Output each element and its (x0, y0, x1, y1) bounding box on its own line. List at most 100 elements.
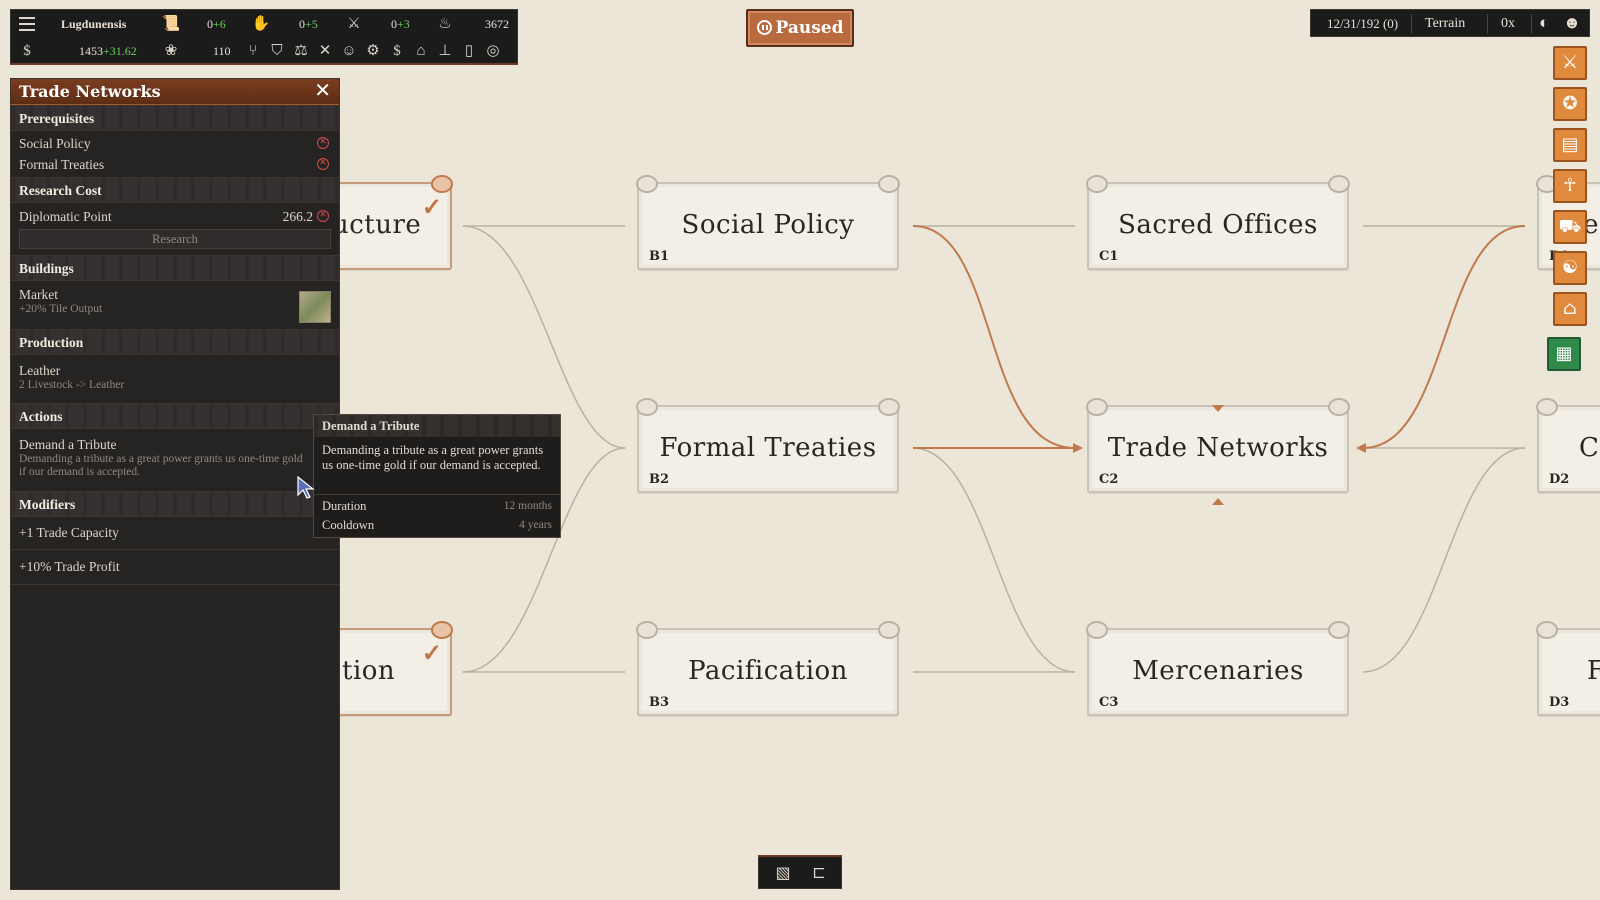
pray-icon[interactable]: ✋ (251, 16, 271, 32)
tech-node-b3[interactable]: Pacification B3 (636, 621, 900, 716)
tooltip-title: Demand a Tribute (314, 415, 560, 437)
tooltip-desc: Demanding a tribute as a great power gra… (314, 437, 560, 495)
tree-view-icon[interactable]: ⊏ (812, 863, 826, 882)
tech-node-d3[interactable]: F D3 (1536, 621, 1600, 716)
map-view-icon[interactable]: ▧ (775, 863, 791, 882)
selection-arrow-top-icon (1212, 405, 1224, 412)
tech-detail-panel: Trade Networks ✕ Prerequisites Social Po… (10, 78, 340, 890)
branch-icon[interactable]: ⑂ (248, 43, 258, 59)
prerequisite-item[interactable]: Formal Treaties ✕ (11, 154, 339, 175)
gold-value: 1453 (79, 44, 103, 58)
dollar-icon[interactable]: $ (393, 43, 401, 59)
stat-4: 3672 (485, 17, 509, 31)
tech-node-title: Social Policy (681, 210, 855, 240)
prerequisite-label: Formal Treaties (19, 157, 105, 172)
tech-node-d2[interactable]: Ci D2 (1536, 398, 1600, 493)
action-tooltip: Demand a Tribute Demanding a tribute as … (313, 414, 561, 538)
divider (1487, 14, 1488, 34)
panel-header: Trade Networks ✕ (11, 79, 339, 105)
gear-icon[interactable]: ⚙ (366, 43, 380, 59)
paused-button[interactable]: Paused (746, 9, 854, 47)
tooltip-cooldown: Cooldown 4 years (314, 516, 560, 535)
tech-node-c2-selected[interactable]: Trade Networks C2 (1086, 398, 1350, 493)
religion-icon[interactable]: ☥ (1553, 169, 1587, 203)
paused-label: Paused (775, 18, 844, 38)
trade-icon[interactable]: ⛟ (1553, 210, 1587, 244)
tech-node-b2[interactable]: Formal Treaties B2 (636, 398, 900, 493)
researched-check-icon: ✓ (421, 192, 442, 221)
building-icon[interactable]: ⌂ (1553, 292, 1587, 326)
game-speed[interactable]: 0x (1501, 16, 1515, 31)
stat-3-delta: +3 (397, 17, 410, 31)
market-building-thumbnail (299, 291, 331, 323)
stat-1-delta: +6 (213, 17, 226, 31)
laurel-icon[interactable]: ❀ (164, 43, 178, 59)
wheat-icon[interactable]: ♨ (438, 16, 452, 32)
section-research-cost: Research Cost (11, 177, 339, 203)
building-name: Market (19, 287, 58, 302)
book-icon[interactable]: ▯ (464, 43, 474, 59)
stat-2-value: 0 (299, 17, 305, 31)
prerequisite-label: Social Policy (19, 136, 91, 151)
gold-stat: 1453+31.62 (79, 44, 137, 59)
research-tree-icon[interactable]: ▦ (1547, 337, 1581, 371)
divider (1411, 14, 1412, 34)
tech-node-c3[interactable]: Mercenaries C3 (1086, 621, 1350, 716)
tech-node-title: tion (342, 656, 396, 686)
cost-label: Diplomatic Point (19, 209, 112, 224)
province-name[interactable]: Lugdunensis (61, 17, 127, 31)
cost-row: Diplomatic Point 266.2 ✕ (11, 206, 339, 227)
tech-node-code: B2 (649, 472, 670, 487)
cooldown-value: 4 years (519, 519, 552, 531)
section-prerequisites: Prerequisites (11, 105, 339, 131)
research-button[interactable]: Research (19, 229, 331, 249)
close-icon[interactable]: ✕ (314, 80, 331, 102)
crossed-tools-icon[interactable]: ✕ (318, 43, 332, 59)
prerequisite-item[interactable]: Social Policy ✕ (11, 133, 339, 154)
divider (11, 584, 339, 585)
head-icon[interactable]: ☺ (341, 43, 357, 59)
tech-node-code: C3 (1099, 695, 1119, 710)
pause-icon (756, 20, 772, 35)
map-icon[interactable]: ▤ (1553, 128, 1587, 162)
resource-row-2: $ 1453+31.62 ❀ 110 ⑂ ⛉ ⚖ ✕ ☺ ⚙ $ ⌂ ⊥ ▯ ◎ (11, 37, 517, 65)
terrain-toggle[interactable]: Terrain (1425, 16, 1466, 31)
gold-delta: +31.62 (103, 44, 137, 58)
globe-icon[interactable]: ◎ (486, 43, 500, 59)
coins-icon[interactable]: $ (23, 43, 31, 59)
temple-icon[interactable]: ⌂ (416, 43, 426, 59)
tech-node-code: D2 (1549, 472, 1570, 487)
scroll-badge-icon[interactable]: ✪ (1553, 87, 1587, 121)
scroll-icon[interactable]: 📜 (161, 16, 181, 32)
swords-icon[interactable]: ⚔ (347, 16, 361, 32)
tech-node-code: C2 (1099, 472, 1119, 487)
shield-icon[interactable]: ⛉ (271, 43, 283, 59)
scales-icon[interactable]: ⚖ (294, 43, 308, 59)
building-effect: +20% Tile Output (19, 303, 103, 315)
discord-icon[interactable]: ☻ (1563, 13, 1581, 32)
mouse-cursor-icon (297, 476, 315, 499)
tech-node-c1[interactable]: Sacred Offices C1 (1086, 175, 1350, 270)
divider (11, 549, 339, 550)
diplomacy-icon[interactable]: ☯ (1553, 251, 1587, 285)
duration-label: Duration (322, 499, 367, 513)
building-item[interactable]: Market +20% Tile Output (11, 281, 339, 329)
production-recipe: 2 Livestock -> Leather (19, 379, 125, 391)
tech-node-code: B3 (649, 695, 670, 710)
action-item[interactable]: Demand a Tribute Demanding a tribute as … (11, 429, 339, 491)
anvil-icon[interactable]: ⊥ (438, 43, 452, 59)
steam-icon[interactable]: ◐ (1539, 13, 1550, 32)
tech-node-title: Ci (1579, 433, 1600, 463)
population-value: 110 (213, 44, 231, 58)
tech-node-title: Mercenaries (1132, 656, 1304, 686)
action-name: Demand a Tribute (19, 437, 117, 452)
tech-node-b1[interactable]: Social Policy B1 (636, 175, 900, 270)
military-icon[interactable]: ⚔ (1553, 46, 1587, 80)
tech-node-title: Trade Networks (1107, 433, 1329, 463)
tech-node-code: D3 (1549, 695, 1570, 710)
stat-3: 0+3 (391, 17, 410, 32)
menu-icon[interactable] (19, 17, 35, 31)
game-date[interactable]: 12/31/192 (0) (1327, 16, 1399, 31)
action-desc: Demanding a tribute as a great power gra… (19, 453, 303, 478)
tech-node-title: Pacification (688, 656, 848, 686)
